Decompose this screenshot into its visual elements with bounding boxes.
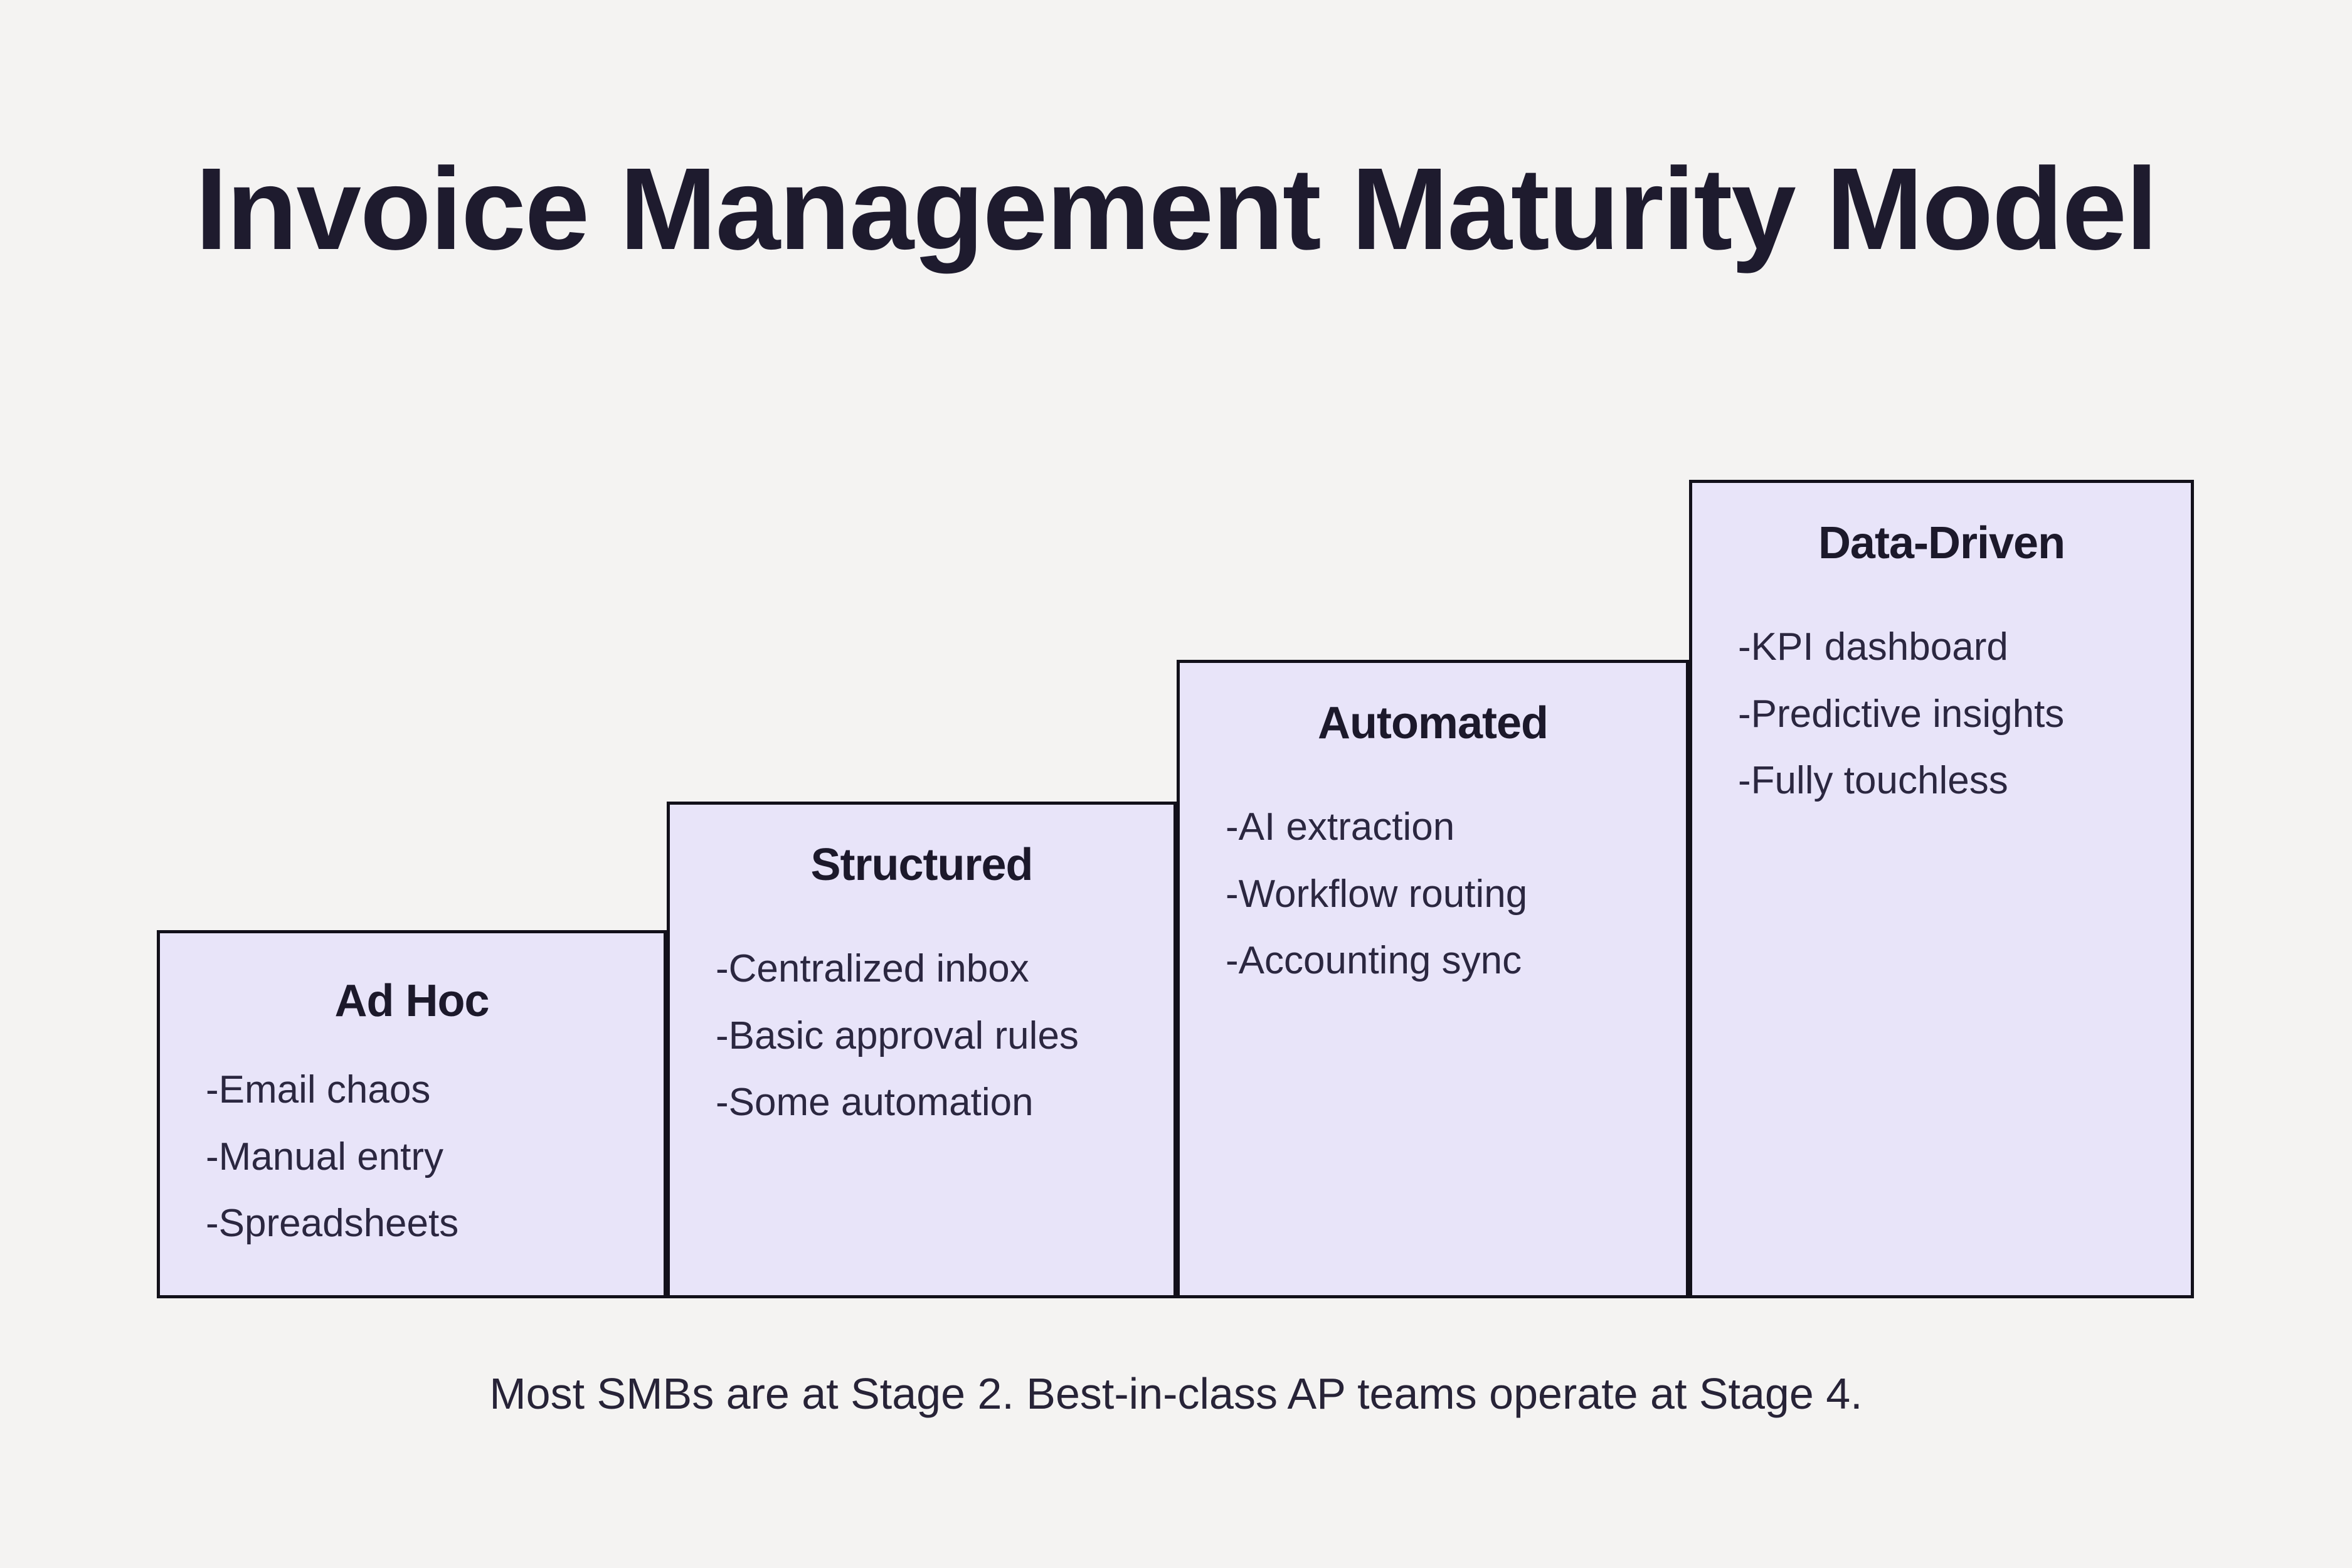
- stage-box-automated: Automated -AI extraction -Workflow routi…: [1177, 660, 1689, 1298]
- stage-item: -AI extraction: [1226, 805, 1455, 849]
- stage-items-structured: -Centralized inbox -Basic approval rules…: [704, 936, 1092, 1136]
- footer-note: Most SMBs are at Stage 2. Best-in-class …: [489, 1369, 1863, 1418]
- stage-items-automated: -AI extraction -Workflow routing -Accoun…: [1214, 794, 1651, 995]
- stage-item: -Manual entry: [206, 1135, 444, 1179]
- stage-item: -Centralized inbox: [716, 947, 1029, 990]
- stage-box-structured: Structured -Centralized inbox -Basic app…: [667, 802, 1177, 1298]
- stage-item: -KPI dashboard: [1738, 625, 2008, 669]
- stage-item: -Spreadsheets: [206, 1202, 459, 1246]
- stage-title-structured: Structured: [810, 840, 1033, 890]
- stage-item: -Fully touchless: [1738, 759, 2008, 803]
- stage-item: -Predictive insights: [1738, 692, 2065, 736]
- stage-items-data-driven: -KPI dashboard -Predictive insights -Ful…: [1727, 614, 2156, 815]
- stage-box-ad-hoc: Ad Hoc -Email chaos -Manual entry -Sprea…: [157, 930, 667, 1298]
- stage-item: -Email chaos: [206, 1068, 431, 1111]
- stage-title-automated: Automated: [1318, 698, 1549, 748]
- stage-item: -Some automation: [716, 1081, 1034, 1125]
- page-title: Invoice Management Maturity Model: [195, 144, 2158, 274]
- stage-title-ad-hoc: Ad Hoc: [334, 976, 490, 1026]
- stage-item: -Accounting sync: [1226, 939, 1522, 983]
- stage-item: -Basic approval rules: [716, 1014, 1079, 1057]
- stage-item: -Workflow routing: [1226, 872, 1528, 916]
- stage-title-data-driven: Data-Driven: [1818, 518, 2065, 568]
- stage-box-data-driven: Data-Driven -KPI dashboard -Predictive i…: [1689, 480, 2194, 1298]
- stage-items-ad-hoc: -Email chaos -Manual entry -Spreadsheets: [194, 1057, 629, 1258]
